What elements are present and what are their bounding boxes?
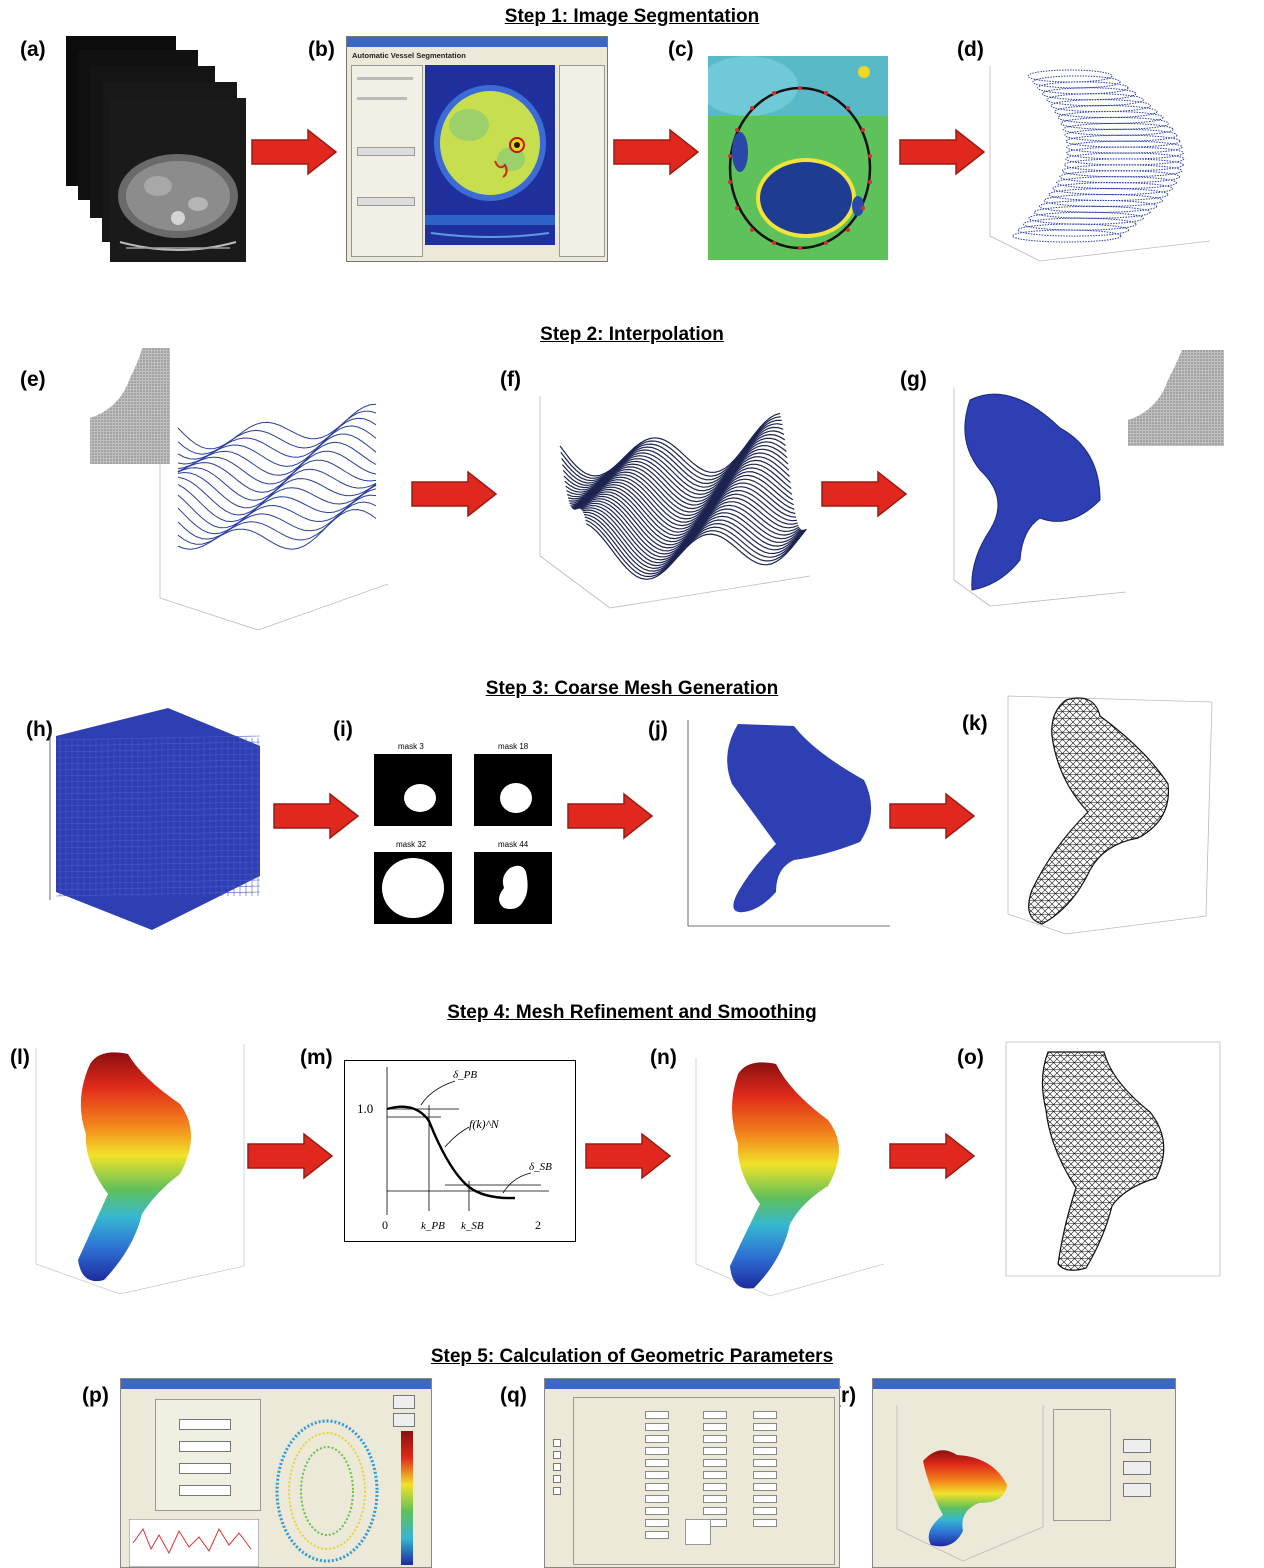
panel-label-g: (g) bbox=[900, 368, 927, 391]
filter-delta-sb: δ_SB bbox=[529, 1161, 552, 1173]
filter-delta-pb: δ_PB bbox=[453, 1069, 478, 1081]
interpolated-point-cloud bbox=[950, 380, 1130, 610]
arrow-b-to-c bbox=[613, 128, 700, 176]
mask-label-18: mask 18 bbox=[498, 742, 529, 751]
slice-masks-grid: mask 3 mask 18 mask 32 mask 44 bbox=[370, 740, 556, 930]
wall-thickness-window bbox=[120, 1378, 432, 1568]
arrow-a-to-b bbox=[251, 128, 338, 176]
filter-x-tick-2: 2 bbox=[535, 1218, 541, 1232]
panel-label-e: (e) bbox=[20, 368, 46, 391]
panel-label-m: (m) bbox=[300, 1046, 333, 1069]
ct-slice-stack bbox=[66, 36, 246, 262]
panel-label-p: (p) bbox=[82, 1384, 109, 1407]
vessel-boundary-detail bbox=[708, 56, 888, 260]
filter-x-tick-0: 0 bbox=[382, 1218, 388, 1232]
original-point-cloud bbox=[960, 56, 1230, 262]
filter-x-tick-ksb: k_SB bbox=[461, 1220, 484, 1232]
coarse-wireframe-mesh bbox=[996, 694, 1226, 938]
panel-label-i: (i) bbox=[333, 718, 353, 741]
panel-label-k: (k) bbox=[962, 712, 988, 735]
polar-point-cloud bbox=[148, 388, 398, 638]
arrow-m-to-n bbox=[585, 1132, 672, 1180]
arrow-e-to-f bbox=[411, 470, 498, 518]
panel-label-f: (f) bbox=[500, 368, 521, 391]
arrow-j-to-k bbox=[889, 792, 976, 840]
panel-label-q: (q) bbox=[500, 1384, 527, 1407]
original-colored-mesh bbox=[30, 1034, 250, 1300]
panel-label-b: (b) bbox=[308, 38, 335, 61]
arrow-l-to-m bbox=[247, 1132, 334, 1180]
arrow-f-to-g bbox=[821, 470, 908, 518]
arrow-c-to-d bbox=[899, 128, 986, 176]
filter-response-plot: 1.0 0 k_PB k_SB 2 f(k)^N δ_PB δ_SB bbox=[344, 1060, 576, 1242]
gui-title: Automatic Vessel Segmentation bbox=[352, 51, 466, 60]
point-cloud-inset-e bbox=[80, 348, 170, 464]
arrow-h-to-i bbox=[273, 792, 360, 840]
panel-label-j: (j) bbox=[648, 718, 668, 741]
arrow-i-to-j bbox=[567, 792, 654, 840]
point-cloud-inset-g bbox=[1128, 350, 1224, 446]
projected-aneurysm-points bbox=[684, 714, 894, 940]
panel-label-a: (a) bbox=[20, 38, 46, 61]
interpolated-polar-surface bbox=[530, 386, 820, 618]
geometric-indices-window bbox=[544, 1378, 840, 1568]
coarse-grid-block bbox=[34, 700, 274, 940]
mask-label-3: mask 3 bbox=[398, 742, 424, 751]
panel-label-d: (d) bbox=[957, 38, 984, 61]
panel-label-o: (o) bbox=[957, 1046, 984, 1069]
mask-label-44: mask 44 bbox=[498, 840, 529, 849]
filter-x-tick-kpb: k_PB bbox=[421, 1220, 445, 1232]
panel-label-n: (n) bbox=[650, 1046, 677, 1069]
segmentation-gui-window: Automatic Vessel Segmentation bbox=[346, 36, 608, 262]
arrow-n-to-o bbox=[889, 1132, 976, 1180]
panel-label-l: (l) bbox=[10, 1046, 30, 1069]
step-4-title: Step 4: Mesh Refinement and Smoothing bbox=[447, 1002, 817, 1023]
panel-label-c: (c) bbox=[668, 38, 694, 61]
step-2-title: Step 2: Interpolation bbox=[540, 324, 724, 345]
step-3-title: Step 3: Coarse Mesh Generation bbox=[485, 678, 779, 699]
smoothed-wireframe-mesh bbox=[994, 1038, 1224, 1298]
step-5-title: Step 5: Calculation of Geometric Paramet… bbox=[430, 1346, 834, 1367]
smoothed-colored-mesh bbox=[690, 1052, 890, 1300]
step-1-title: Step 1: Image Segmentation bbox=[504, 6, 760, 27]
filter-curve-label: f(k)^N bbox=[469, 1117, 499, 1131]
filter-y-value: 1.0 bbox=[357, 1101, 374, 1116]
panel-label-h: (h) bbox=[26, 718, 53, 741]
curvature-window bbox=[872, 1378, 1176, 1568]
mask-label-32: mask 32 bbox=[396, 840, 427, 849]
